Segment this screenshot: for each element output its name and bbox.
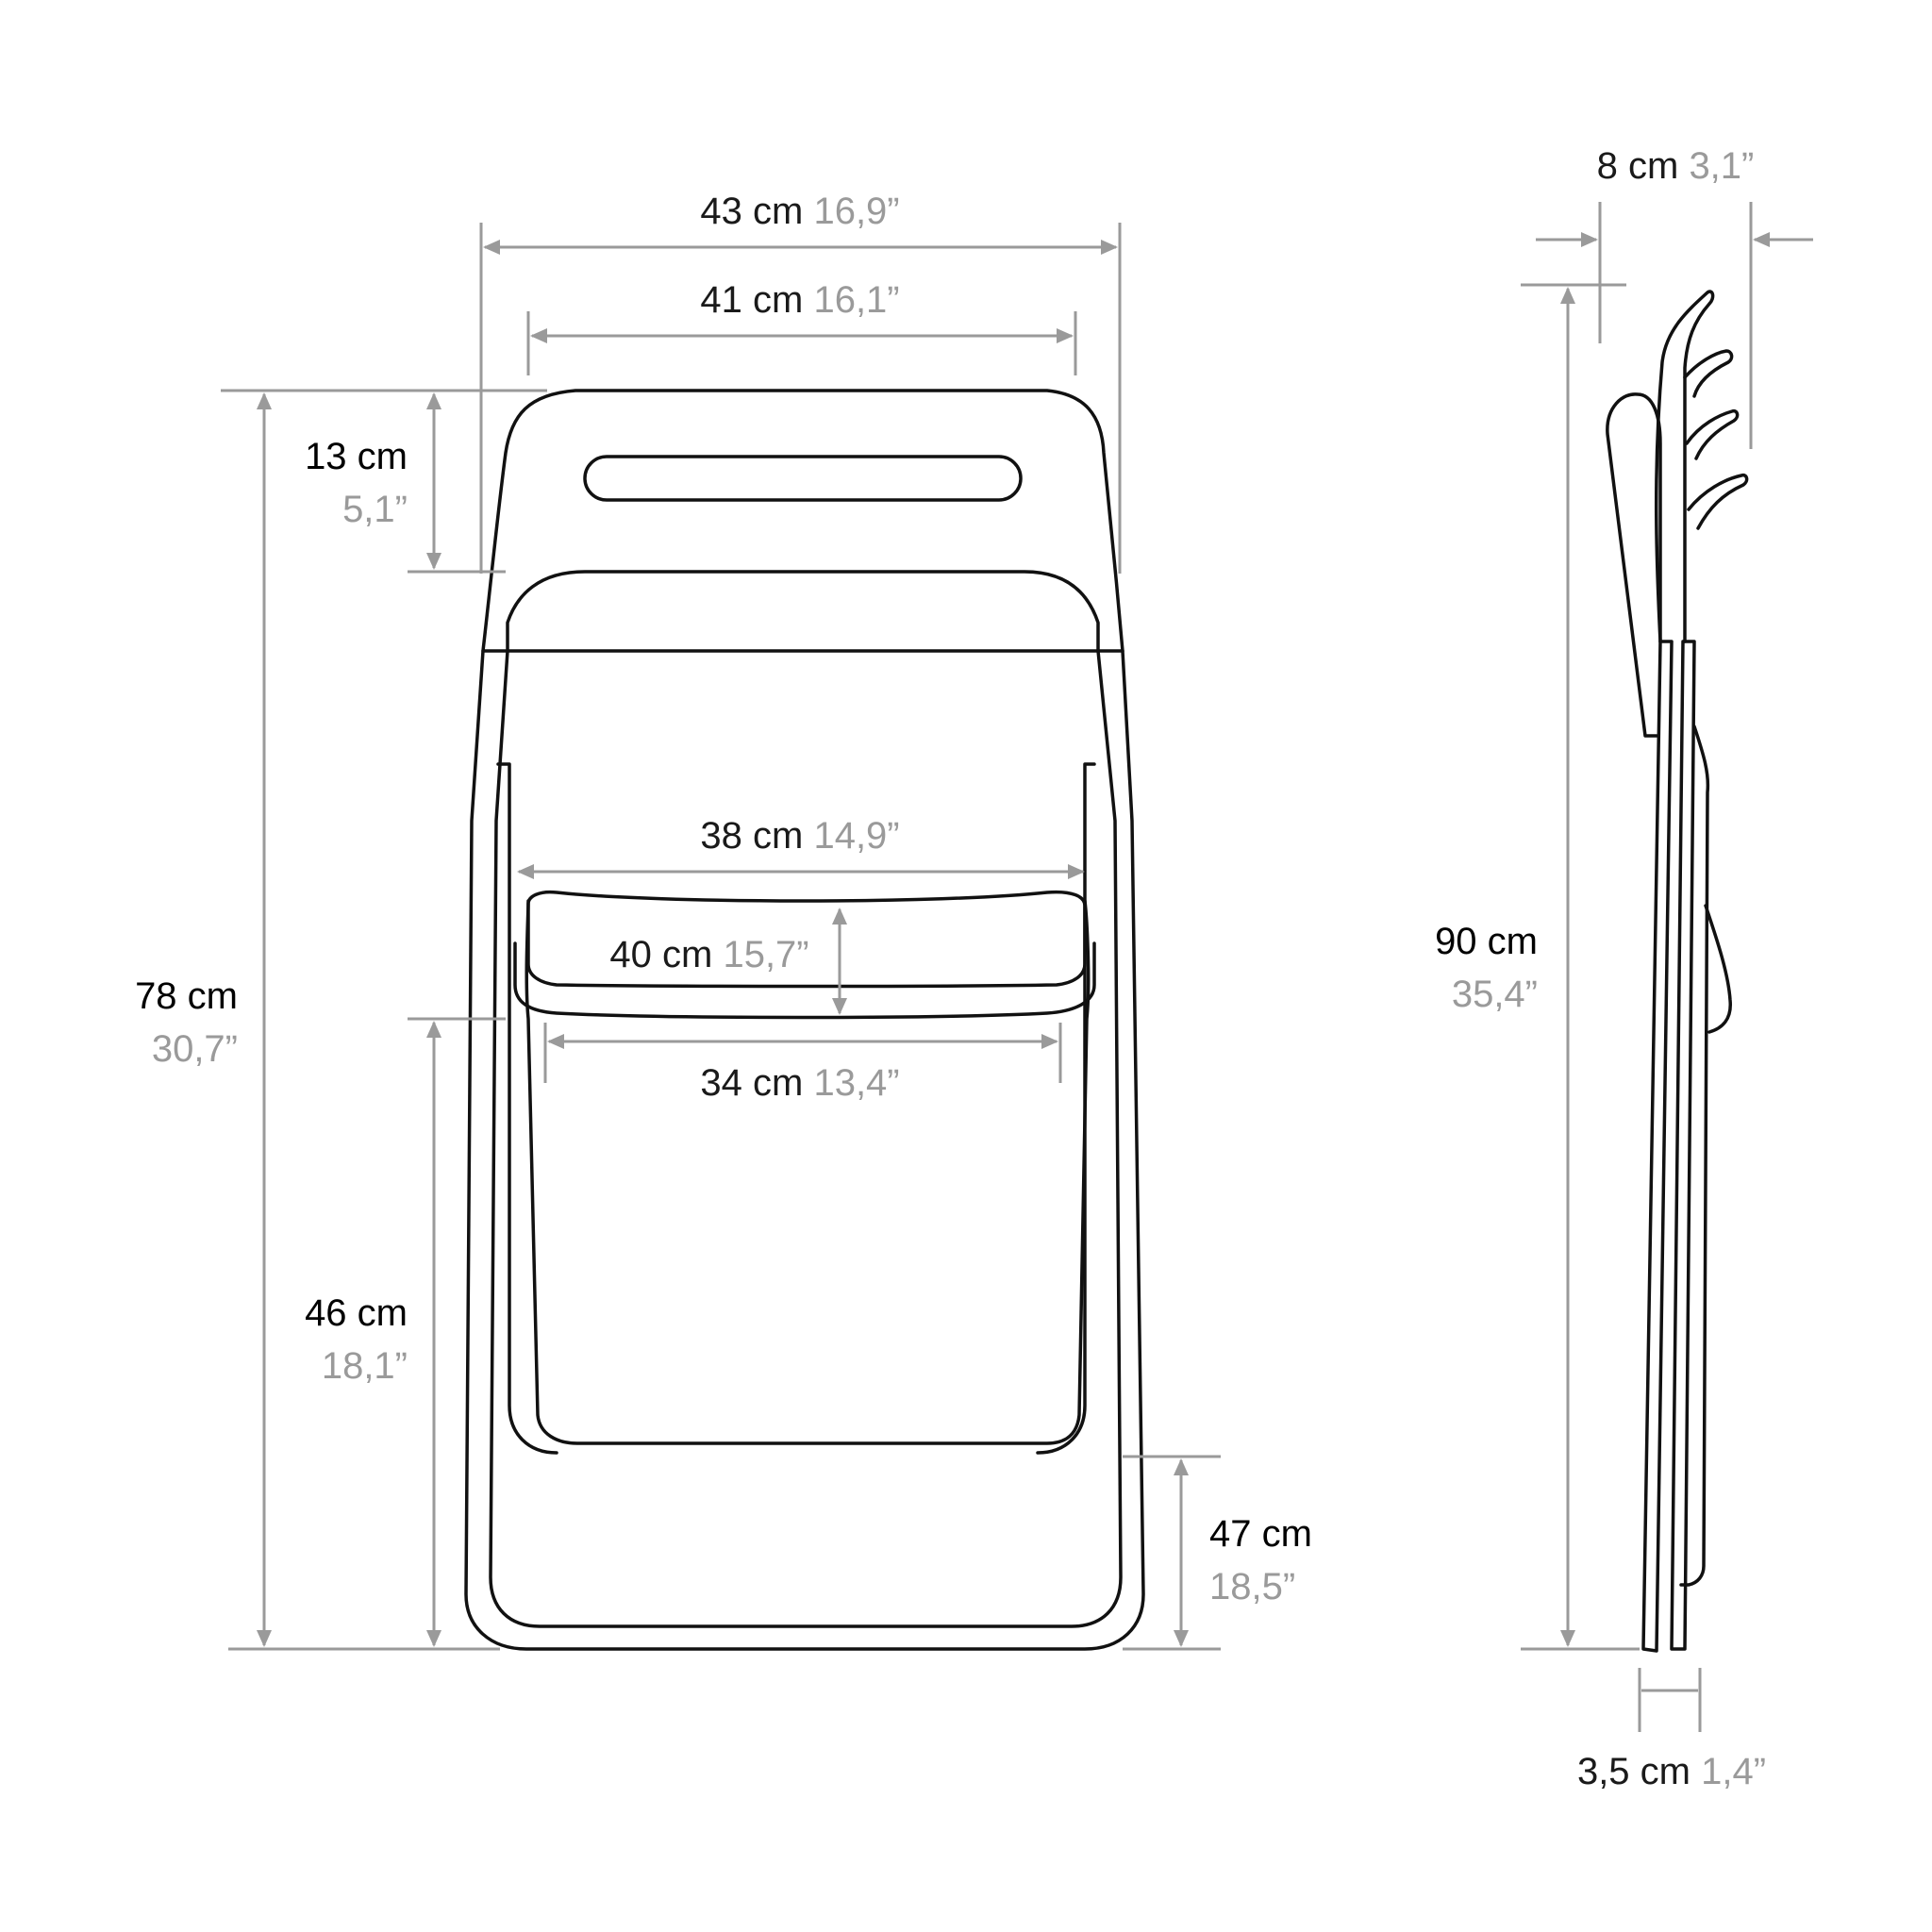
seat-inner-width-inch: 13,4” [813,1062,900,1104]
backrest-handle-slot [583,455,1023,502]
chair-front-view [464,389,1145,1651]
side-seat [1606,392,1662,738]
side-frame-front [1641,640,1674,1653]
overall-width-label: 43 cm 16,9” [700,191,899,232]
backrest-width-cm: 41 cm [700,279,804,321]
side-backrest [1654,290,1715,643]
foot-depth-label: 3,5 cm 1,4” [1577,1751,1766,1792]
folded-depth-cm: 8 cm [1596,145,1679,187]
overall-height-inch: 30,7” [151,1028,238,1070]
seat-pan [525,899,1091,1445]
seat-height-cm: 46 cm [305,1292,408,1334]
backrest-height-inch: 5,1” [342,489,408,530]
folded-height-cm: 90 cm [1435,921,1538,962]
seat-width-cm: 38 cm [700,815,804,857]
seat-height-inch: 18,1” [321,1345,408,1387]
seat-width-label: 38 cm 14,9” [700,815,899,857]
side-leg-rear [1679,724,1710,1587]
seat-front-edge [526,890,1087,989]
folded-height-inch: 35,4” [1451,974,1538,1015]
seat-depth-inch: 15,7” [723,934,809,975]
seat-left-rail [496,762,558,1455]
seat-width-inch: 14,9” [813,815,900,857]
seat-depth-label: 40 cm 15,7” [609,934,808,975]
seat-inner-width-cm: 34 cm [700,1062,804,1104]
dimension-lines [221,202,1813,1732]
folded-depth-label: 8 cm 3,1” [1597,145,1755,187]
seat-cushion-bottom [513,941,1096,1020]
leg-height-cm: 47 cm [1209,1513,1312,1555]
backrest-inner-arch [506,570,1100,653]
seat-depth-cm: 40 cm [609,934,713,975]
frame-outer [464,649,1145,1651]
seat-inner-width-label: 34 cm 13,4” [700,1062,899,1104]
backrest-height-cm: 13 cm [305,436,408,477]
side-backrest-slats [1683,349,1749,530]
overall-width-cm: 43 cm [700,191,804,232]
chair-side-view [1606,290,1749,1653]
side-seat-bracket [1704,904,1732,1034]
frame-inner [489,649,1123,1628]
side-frame-back [1670,640,1696,1651]
folded-depth-inch: 3,1” [1689,145,1755,187]
seat-right-rail [1036,762,1096,1455]
overall-width-inch: 16,9” [813,191,900,232]
leg-height-inch: 18,5” [1209,1566,1296,1607]
foot-depth-cm: 3,5 cm [1576,1751,1690,1792]
backrest-width-inch: 16,1” [813,279,900,321]
backrest-width-label: 41 cm 16,1” [700,279,899,321]
foot-depth-inch: 1,4” [1701,1751,1767,1792]
backrest-outline [481,389,1124,653]
overall-height-cm: 78 cm [135,975,238,1017]
